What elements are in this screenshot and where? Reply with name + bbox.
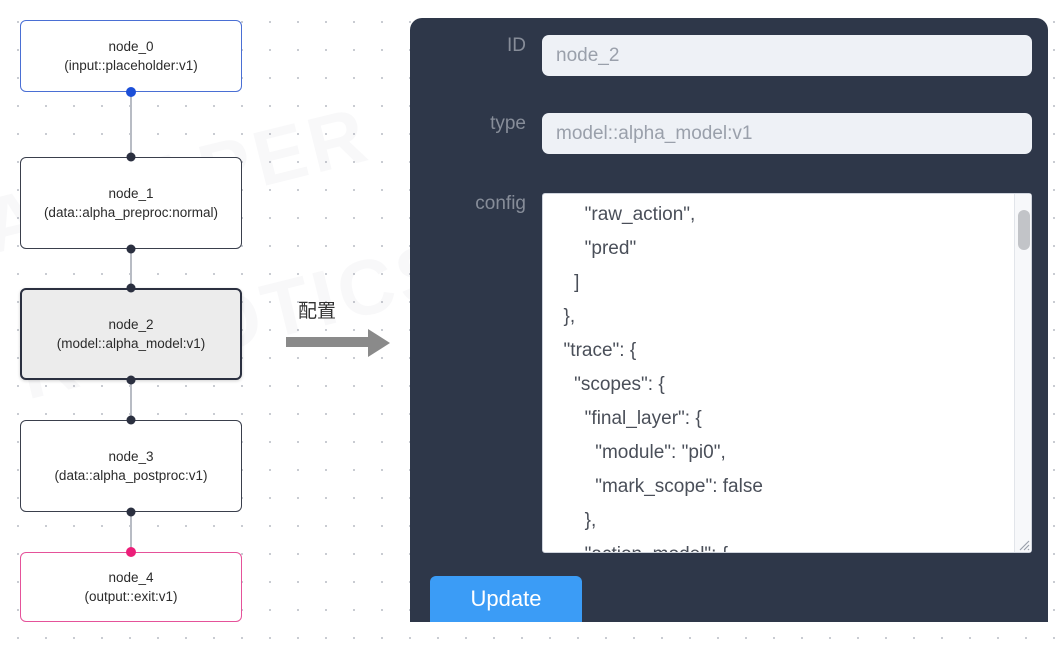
field-row-id: ID [430,35,1032,76]
config-textarea[interactable]: "raw_action", "pred" ] }, "trace": { "sc… [542,193,1032,553]
id-input[interactable] [542,35,1032,76]
config-scrollbar-thumb[interactable] [1018,210,1030,250]
node-handle-node_4-target[interactable] [126,547,136,557]
node-label: node_0 (input::placeholder:v1) [64,39,198,73]
node-label: node_4 (output::exit:v1) [84,570,178,604]
id-field-label: ID [507,35,526,56]
arrow-right-icon [286,329,390,357]
node-handle-node_0-source[interactable] [126,87,136,97]
node-handle-node_2-source[interactable] [126,375,136,385]
node-handle-node_1-source[interactable] [126,244,136,254]
node-config-panel: ID type config "raw_action", "pred" ] },… [410,18,1048,622]
graph-node-node_3[interactable]: node_3 (data::alpha_postproc:v1) [20,420,242,512]
node-handle-node_2-target[interactable] [126,283,136,293]
update-button[interactable]: Update [430,576,582,622]
node-label: node_3 (data::alpha_postproc:v1) [54,449,208,483]
node-label: node_1 (data::alpha_preproc:normal) [43,186,219,220]
field-row-config: config "raw_action", "pred" ] }, "trace"… [430,193,1032,553]
type-input[interactable] [542,113,1032,154]
config-scrollbar[interactable] [1014,194,1031,552]
annotation-group: 配置 [286,296,398,362]
config-textarea-wrapper: "raw_action", "pred" ] }, "trace": { "sc… [542,193,1032,553]
field-row-type: type [430,113,1032,154]
graph-node-node_2[interactable]: node_2 (model::alpha_model:v1) [20,288,242,380]
resize-grip-icon[interactable] [1016,537,1030,551]
node-label: node_2 (model::alpha_model:v1) [56,317,206,351]
graph-node-node_4[interactable]: node_4 (output::exit:v1) [20,552,242,622]
edge-node1-node2 [130,249,132,288]
config-field-label: config [475,193,526,214]
node-handle-node_3-source[interactable] [126,507,136,517]
edge-node2-node3 [130,380,132,420]
annotation-label: 配置 [298,300,337,322]
edge-node0-node1 [130,92,132,157]
graph-node-node_1[interactable]: node_1 (data::alpha_preproc:normal) [20,157,242,249]
node-handle-node_1-target[interactable] [126,152,136,162]
node-handle-node_3-target[interactable] [126,415,136,425]
edge-node3-node4 [130,512,132,552]
type-field-label: type [490,113,526,134]
graph-node-node_0[interactable]: node_0 (input::placeholder:v1) [20,20,242,92]
